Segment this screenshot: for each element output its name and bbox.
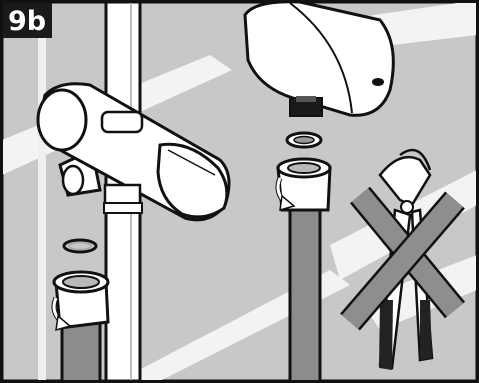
step-number: 9b <box>8 6 46 37</box>
step-badge: 9b <box>2 2 52 38</box>
filter-washer <box>287 133 321 147</box>
